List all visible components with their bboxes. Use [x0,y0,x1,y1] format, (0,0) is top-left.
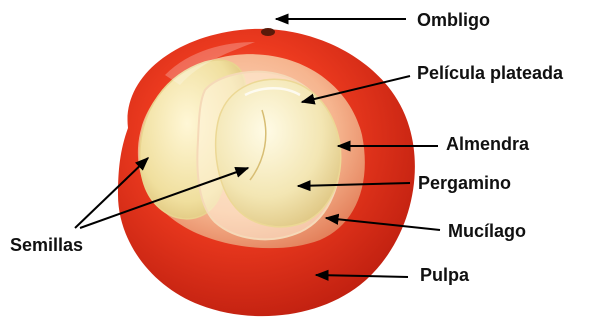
navel-spot [261,28,275,36]
right-seed [216,79,341,227]
label-mucilago: Mucílago [448,222,526,240]
label-ombligo: Ombligo [417,11,490,29]
label-almendra: Almendra [446,135,529,153]
label-pergamino: Pergamino [418,174,511,192]
label-pulpa: Pulpa [420,266,469,284]
label-pelicula-plateada: Película plateada [417,64,563,82]
label-semillas: Semillas [10,236,83,254]
